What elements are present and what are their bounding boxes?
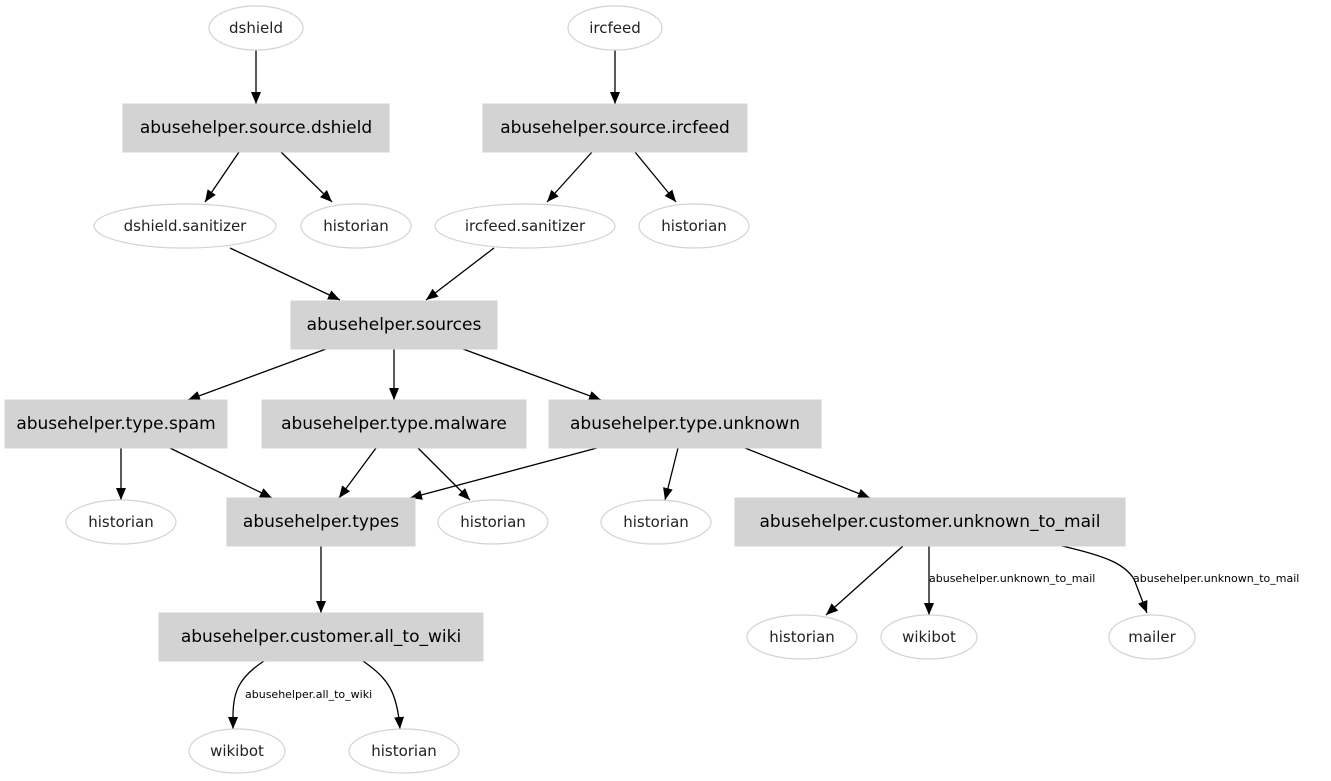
edge-r_src_dshield-to-n_hist_1 bbox=[280, 151, 333, 203]
edge-label: abusehelper.unknown_to_mail bbox=[929, 572, 1095, 585]
bot-ellipse bbox=[437, 499, 549, 545]
bot-label: dshield.sanitizer bbox=[124, 217, 248, 235]
bot-ellipse bbox=[348, 728, 460, 774]
room-label: abusehelper.type.unknown bbox=[570, 414, 800, 434]
bot-ellipse bbox=[208, 5, 304, 51]
bot-ellipse bbox=[600, 499, 712, 545]
edge-r_type_malware-to-r_types bbox=[338, 447, 377, 499]
room-box bbox=[734, 497, 1126, 547]
bot-ellipse bbox=[434, 203, 616, 249]
bot-node: mailer bbox=[1108, 614, 1196, 660]
room-box bbox=[261, 399, 527, 449]
edge-n_dshield_sanitizer-to-r_sources bbox=[229, 247, 341, 301]
edge-r_src_ircfeed-to-n_ircfeed_sanitizer bbox=[546, 151, 593, 203]
bot-node: wikibot bbox=[880, 614, 978, 660]
bot-node: dshield.sanitizer bbox=[93, 203, 277, 249]
edge-r_type_unknown-to-r_cust_unknown bbox=[744, 447, 871, 499]
room-label: abusehelper.customer.unknown_to_mail bbox=[760, 512, 1101, 532]
bot-node: historian bbox=[600, 499, 712, 545]
room-label: abusehelper.type.malware bbox=[281, 414, 507, 434]
bot-label: mailer bbox=[1128, 628, 1176, 646]
bot-node: historian bbox=[437, 499, 549, 545]
bot-node: dshield bbox=[208, 5, 304, 51]
edges-layer bbox=[116, 50, 1148, 730]
bot-ellipse bbox=[65, 499, 177, 545]
bot-ellipse bbox=[93, 203, 277, 249]
bot-node: ircfeed.sanitizer bbox=[434, 203, 616, 249]
edge-r_cust_wiki-to-n_hist_7 bbox=[362, 660, 405, 730]
bot-label: wikibot bbox=[210, 742, 264, 760]
edge-label: abusehelper.unknown_to_mail bbox=[1133, 572, 1299, 585]
bot-node: ircfeed bbox=[567, 5, 663, 51]
room-node: abusehelper.type.unknown bbox=[548, 399, 822, 449]
bot-label: historian bbox=[88, 513, 154, 531]
room-box bbox=[226, 497, 416, 547]
room-box bbox=[4, 399, 228, 449]
room-node: abusehelper.customer.all_to_wiki bbox=[158, 612, 484, 662]
bot-label: historian bbox=[460, 513, 526, 531]
bot-node: historian bbox=[746, 614, 858, 660]
edge-r_cust_unknown-to-n_hist_6 bbox=[825, 545, 904, 616]
bot-ellipse bbox=[638, 203, 750, 249]
edge-labels-layer: abusehelper.unknown_to_mail abusehelper.u… bbox=[245, 572, 1299, 701]
bot-ellipse bbox=[880, 614, 978, 660]
bot-node: wikibot bbox=[188, 728, 286, 774]
room-label: abusehelper.sources bbox=[307, 315, 482, 335]
room-label: abusehelper.source.dshield bbox=[140, 118, 372, 138]
room-label: abusehelper.customer.all_to_wiki bbox=[181, 627, 461, 647]
edge-r_type_unknown-to-r_types bbox=[409, 447, 598, 500]
edge-label: abusehelper.all_to_wiki bbox=[245, 688, 372, 701]
edge-r_cust_unknown-to-n_mailer bbox=[1061, 545, 1148, 614]
bot-node: historian bbox=[638, 203, 750, 249]
room-box bbox=[482, 103, 748, 153]
room-box bbox=[290, 300, 498, 350]
room-node: abusehelper.sources bbox=[290, 300, 498, 350]
bot-node: historian bbox=[300, 203, 412, 249]
bot-label: dshield bbox=[229, 19, 283, 37]
edge-n_ircfeed_sanitizer-to-r_sources bbox=[425, 247, 495, 301]
bot-label: historian bbox=[769, 628, 835, 646]
room-label: abusehelper.source.ircfeed bbox=[500, 118, 730, 138]
edge-r_type_unknown-to-n_hist_5 bbox=[663, 447, 679, 501]
room-node: abusehelper.type.spam bbox=[4, 399, 228, 449]
bot-ellipse bbox=[746, 614, 858, 660]
bot-node: historian bbox=[348, 728, 460, 774]
bot-ellipse bbox=[567, 5, 663, 51]
room-node: abusehelper.customer.unknown_to_mail bbox=[734, 497, 1126, 547]
room-box bbox=[122, 103, 390, 153]
bot-label: historian bbox=[661, 217, 727, 235]
bot-ellipse bbox=[1108, 614, 1196, 660]
room-box bbox=[548, 399, 822, 449]
bot-ellipse bbox=[188, 728, 286, 774]
bot-label: ircfeed bbox=[589, 19, 641, 37]
edge-r_src_dshield-to-n_dshield_sanitizer bbox=[204, 151, 240, 203]
room-node: abusehelper.source.ircfeed bbox=[482, 103, 748, 153]
edge-r_cust_wiki-to-n_wikibot_2 bbox=[228, 660, 265, 729]
room-label: abusehelper.types bbox=[243, 512, 399, 532]
bot-label: historian bbox=[623, 513, 689, 531]
bot-label: wikibot bbox=[902, 628, 956, 646]
edge-r_src_ircfeed-to-n_hist_2 bbox=[634, 151, 677, 203]
bot-node: historian bbox=[65, 499, 177, 545]
bot-ellipse bbox=[300, 203, 412, 249]
room-node: abusehelper.types bbox=[226, 497, 416, 547]
nodes-layer: dshield ircfeed abusehelper.source.dshield… bbox=[4, 5, 1196, 774]
bot-label: ircfeed.sanitizer bbox=[465, 217, 586, 235]
edge-r_sources-to-r_type_unknown bbox=[462, 348, 602, 401]
room-node: abusehelper.type.malware bbox=[261, 399, 527, 449]
edge-r_type_malware-to-n_hist_4 bbox=[417, 447, 471, 501]
edge-r_type_spam-to-r_types bbox=[169, 447, 273, 499]
room-box bbox=[158, 612, 484, 662]
room-label: abusehelper.type.spam bbox=[16, 414, 215, 434]
bot-label: historian bbox=[371, 742, 437, 760]
room-node: abusehelper.source.dshield bbox=[122, 103, 390, 153]
bot-label: historian bbox=[323, 217, 389, 235]
edge-r_sources-to-r_type_spam bbox=[187, 348, 327, 401]
